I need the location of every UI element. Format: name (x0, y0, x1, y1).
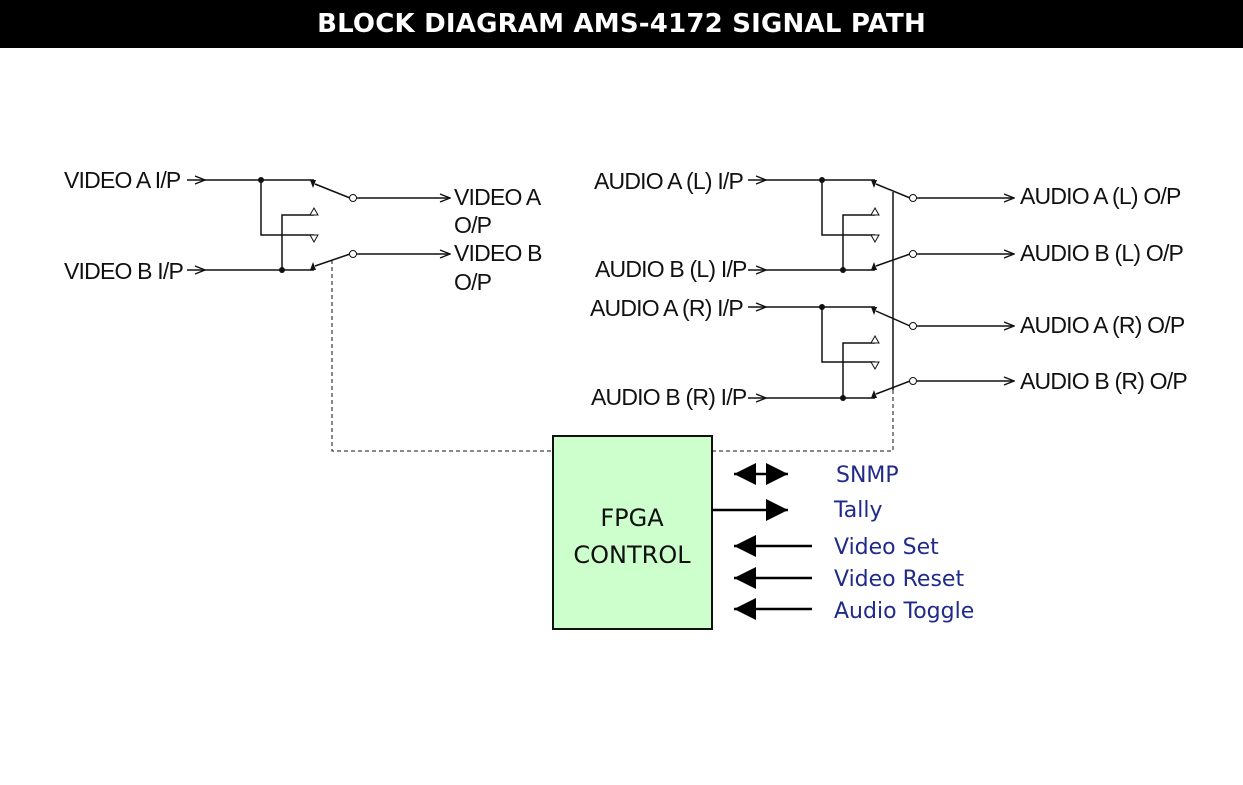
video-reset-label: Video Reset (834, 567, 964, 592)
switch-arm (875, 183, 911, 199)
video-a-output-label: VIDEO A (454, 184, 542, 210)
switch-contact (309, 234, 319, 244)
switch-contact (870, 334, 880, 344)
video-b-input-label: VIDEO B I/P (64, 258, 183, 284)
switch-pole (909, 322, 917, 330)
diagram-title: BLOCK DIAGRAM AMS-4172 SIGNAL PATH (0, 0, 1243, 48)
switch-pole (349, 194, 357, 202)
switch-contact (870, 234, 880, 244)
audio-toggle-label: Audio Toggle (834, 599, 974, 624)
video-a-cross-wire (260, 180, 314, 236)
video-a-output-label-line2: O/P (454, 212, 492, 238)
cross-wire (842, 214, 875, 270)
audio-a-left-input-label: AUDIO A (L) I/P (594, 168, 744, 194)
tally-label: Tally (833, 498, 883, 523)
switch-arm (314, 183, 351, 199)
control-label: CONTROL (573, 541, 691, 569)
switch-pole (909, 377, 917, 385)
audio-b-right-input-label: AUDIO B (R) I/P (591, 384, 747, 410)
audio-a-right-output-label: AUDIO A (R) O/P (1020, 312, 1185, 338)
switch-contact (871, 307, 877, 315)
fpga-label: FPGA (600, 504, 664, 532)
video-a-input-label: VIDEO A I/P (64, 167, 181, 193)
video-control-link (331, 260, 553, 452)
audio-a-left-output-label: AUDIO A (L) O/P (1020, 183, 1181, 209)
switch-contact (870, 361, 880, 371)
cross-wire (821, 307, 875, 363)
switch-pole (349, 250, 357, 258)
switch-contact (309, 206, 319, 216)
switch-contact (871, 180, 877, 188)
cross-wire (821, 180, 875, 236)
cross-wire (842, 342, 875, 398)
video-b-cross-wire (281, 214, 314, 270)
switch-contact (871, 390, 877, 398)
switch-pole (909, 250, 917, 258)
audio-switch-section: AUDIO A (L) I/P AUDIO B (L) I/P AUDIO A … (590, 168, 1188, 410)
audio-b-left-input-label: AUDIO B (L) I/P (595, 256, 747, 282)
audio-b-right-output-label: AUDIO B (R) O/P (1020, 368, 1187, 394)
switch-contact (310, 262, 316, 270)
switch-contact (310, 180, 316, 188)
switch-contact (870, 206, 880, 216)
video-switch-section: VIDEO A I/P VIDEO B I/P VIDEO A O/P VIDE… (64, 167, 543, 295)
switch-pole (909, 194, 917, 202)
audio-b-left-output-label: AUDIO B (L) O/P (1020, 240, 1184, 266)
audio-a-right-input-label: AUDIO A (R) I/P (590, 295, 743, 321)
snmp-label: SNMP (836, 463, 899, 488)
video-set-label: Video Set (834, 535, 939, 560)
video-b-output-label-line2: O/P (454, 269, 492, 295)
video-b-output-label: VIDEO B (454, 240, 542, 266)
fpga-control-block (552, 435, 713, 630)
switch-contact (871, 262, 877, 270)
